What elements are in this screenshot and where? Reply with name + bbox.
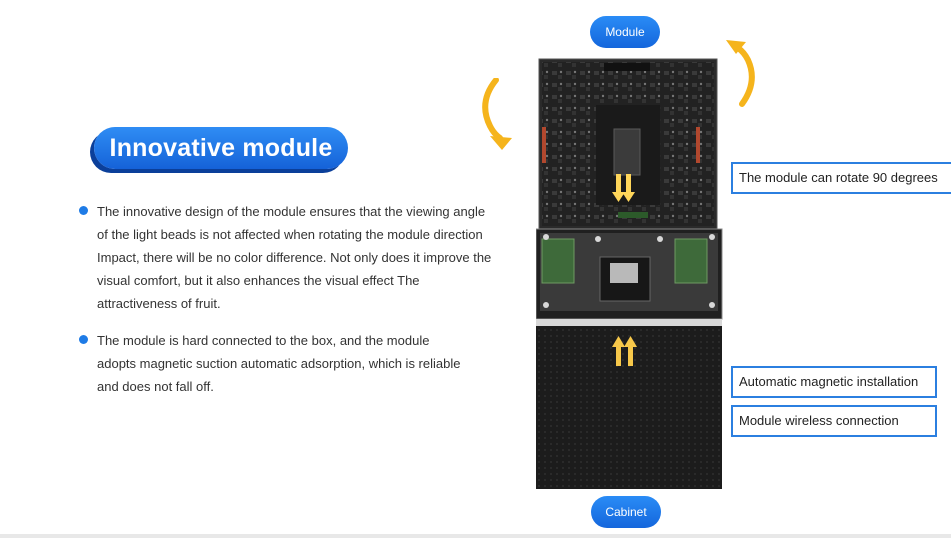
module-panel bbox=[538, 58, 718, 230]
feature-text-line: adopts magnetic suction automatic adsorp… bbox=[97, 356, 461, 371]
led-cabinet-illustration bbox=[536, 58, 723, 489]
magnetic-callout: Automatic magnetic installation bbox=[731, 366, 937, 398]
feature-text-line: The innovative design of the module ensu… bbox=[97, 204, 486, 219]
rotate-callout: The module can rotate 90 degrees bbox=[731, 162, 951, 194]
feature-text-line: and does not fall off. bbox=[97, 379, 214, 394]
section-title: Innovative module bbox=[94, 127, 348, 169]
cabinet-divider bbox=[536, 319, 722, 326]
wireless-callout: Module wireless connection bbox=[731, 405, 937, 437]
feature-item-2: The module is hard connected to the box,… bbox=[78, 329, 508, 398]
double-arrow-up-icon bbox=[612, 336, 637, 366]
feature-text-line: of the light beads is not affected when … bbox=[97, 227, 483, 242]
curved-arrow-left-icon bbox=[482, 78, 512, 150]
bullet-dot-icon bbox=[79, 335, 88, 344]
feature-item-1: The innovative design of the module ensu… bbox=[78, 200, 508, 315]
bullet-dot-icon bbox=[79, 206, 88, 215]
feature-text-line: Impact, there will be no color differenc… bbox=[97, 250, 492, 265]
feature-list: The innovative design of the module ensu… bbox=[78, 200, 508, 412]
double-arrow-down-icon bbox=[612, 174, 635, 202]
feature-text-line: visual comfort, but it also enhances the… bbox=[97, 273, 420, 288]
cabinet-label: Cabinet bbox=[591, 496, 661, 528]
footer-strip bbox=[0, 534, 951, 538]
feature-text-line: The module is hard connected to the box,… bbox=[97, 333, 430, 348]
cabinet-frame bbox=[536, 228, 723, 320]
module-label: Module bbox=[590, 16, 660, 48]
curved-arrow-right-icon bbox=[726, 40, 755, 107]
feature-text-line: attractiveness of fruit. bbox=[97, 296, 221, 311]
